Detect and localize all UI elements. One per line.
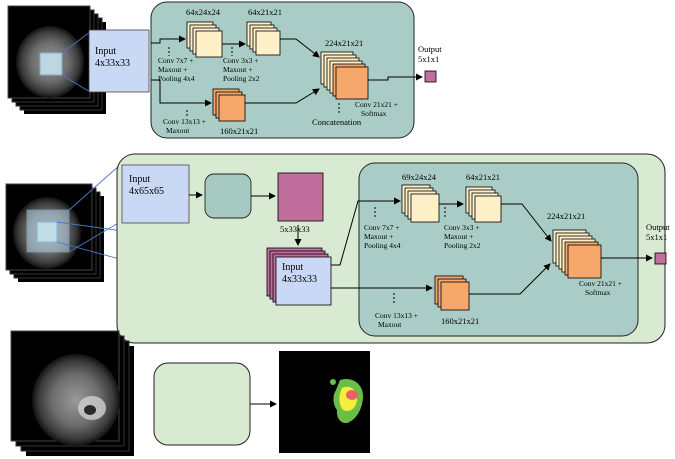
middle-path2-op: Conv 13x13 + Maxout [375, 311, 420, 329]
middle-feature-map-160x21x21 [434, 275, 470, 311]
middle-feature-map-64x21x21 [465, 186, 502, 223]
top-path1-op1: Conv 7x7 + Maxout + Pooling 4x4 [158, 56, 195, 83]
middle-final-op: Conv 21x21 + Softmax [579, 279, 624, 297]
top-final-op: Conv 21x21 + Softmax [355, 100, 400, 118]
middle-stack-label: Input [282, 262, 303, 273]
segmentation-mask [330, 378, 364, 424]
bottom-mri-stack [10, 330, 134, 456]
middle-path1-op1: Conv 7x7 + Maxout + Pooling 4x4 [364, 223, 401, 250]
middle-stack-size: 4x33x33 [282, 274, 317, 285]
middle-concat-size: 224x21x21 [547, 211, 585, 221]
middle-input-label: Input [129, 174, 150, 185]
middle-input-stack [266, 247, 332, 306]
top-feature-map-160x21x21 [212, 88, 246, 122]
top-input-box [88, 29, 150, 93]
top-output-label: Output [418, 44, 442, 54]
top-path2-size: 160x21x21 [220, 126, 258, 136]
middle-path2-size: 160x21x21 [441, 316, 479, 326]
middle-concat-stack [552, 229, 602, 279]
top-input-size: 4x33x33 [95, 58, 130, 69]
middle-output-size: 5x1x1 [646, 232, 667, 242]
top-path2-op: Conv 13x13 + Maxout [163, 117, 208, 135]
top-input-label: Input [95, 46, 116, 57]
top-feature-map-64x21x21 [246, 21, 281, 56]
middle-fm2-label: 64x21x21 [466, 172, 500, 182]
middle-path1-op2: Conv 3x3 + Maxout + Pooling 2x2 [444, 223, 481, 250]
top-fm1-label: 64x24x24 [186, 7, 221, 17]
middle-input-size: 4x65x65 [129, 186, 164, 197]
middle-input-box [121, 164, 190, 224]
middle-teal-block [204, 173, 252, 219]
top-feature-map-64x24x24 [186, 21, 223, 58]
middle-output-box [654, 252, 667, 265]
top-output-box [424, 70, 437, 83]
middle-fm1-label: 69x24x24 [402, 172, 437, 182]
middle-pink-output [277, 172, 324, 222]
top-concat-stack [320, 51, 369, 100]
top-fm2-label: 64x21x21 [248, 7, 282, 17]
top-concat-label: Concatenation [312, 117, 362, 127]
top-concat-size: 224x21x21 [325, 38, 363, 48]
middle-mri-stack [5, 183, 104, 282]
top-path1-op2: Conv 3x3 + Maxout + Pooling 2x2 [223, 56, 260, 83]
middle-pink-size: 5x33x33 [280, 224, 310, 234]
middle-feature-map-69x24x24 [401, 184, 440, 223]
middle-output-label: Output [646, 222, 670, 232]
top-output-size: 5x1x1 [418, 54, 439, 64]
bottom-model-block [153, 362, 251, 446]
